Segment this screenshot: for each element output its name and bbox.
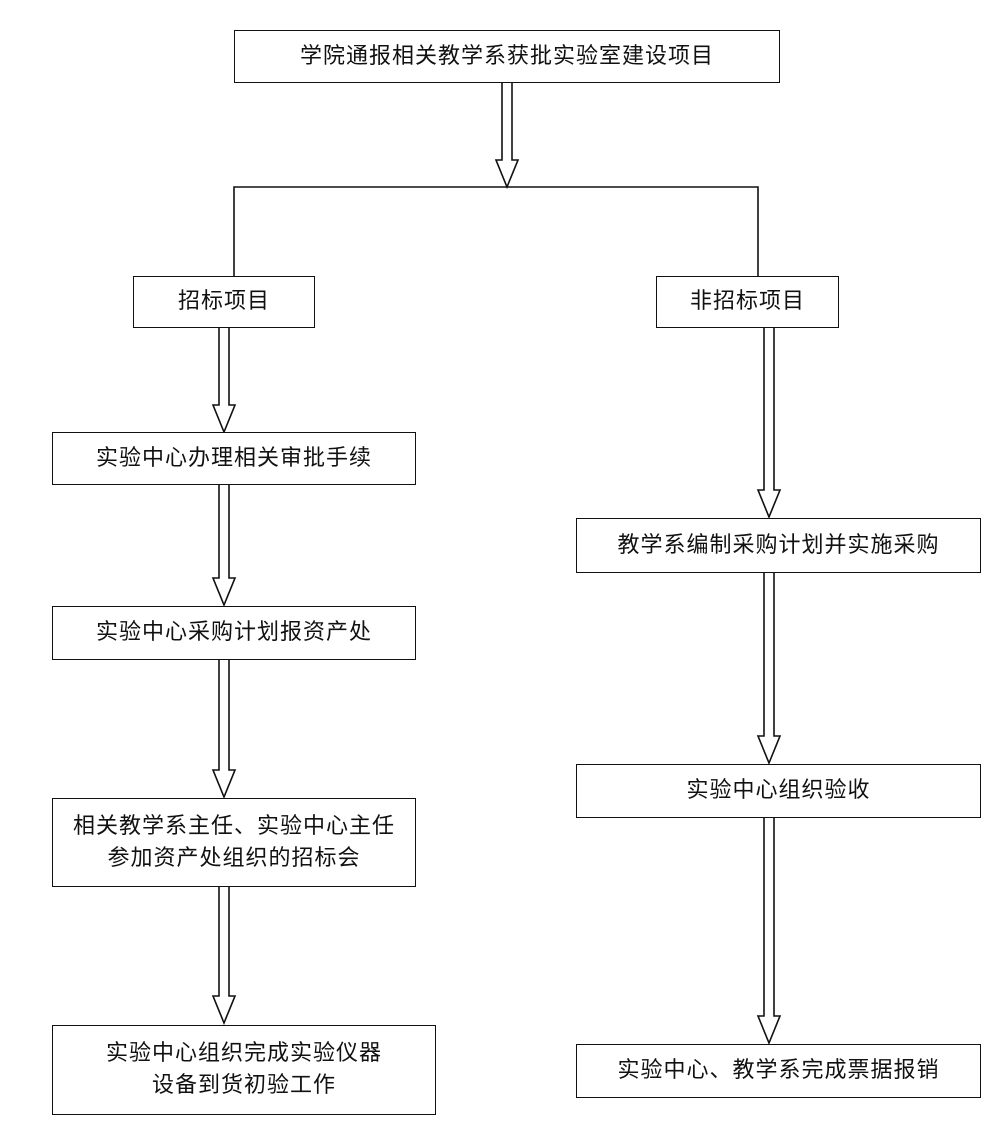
node-tender-label: 招标项目 <box>177 289 270 315</box>
node-top-label: 学院通报相关教学系获批实验室建设项目 <box>299 43 714 69</box>
node-l3-line2: 参加资产处组织的招标会 <box>107 845 361 871</box>
node-r1-label: 教学系编制采购计划并实施采购 <box>617 532 940 558</box>
node-purchase-plan-report: 实验中心采购计划报资产处 <box>52 606 416 660</box>
node-acceptance: 实验中心组织验收 <box>576 764 981 818</box>
node-non-tender-project: 非招标项目 <box>656 276 839 328</box>
node-l1-label: 实验中心办理相关审批手续 <box>95 445 372 471</box>
arrow-l2-to-l3 <box>211 660 237 800</box>
node-dept-purchase: 教学系编制采购计划并实施采购 <box>576 518 981 573</box>
node-tender-meeting: 相关教学系主任、实验中心主任 参加资产处组织的招标会 <box>52 798 416 887</box>
arrow-l1-to-l2 <box>211 485 237 608</box>
branch-line <box>233 186 759 276</box>
node-l4-line2: 设备到货初验工作 <box>151 1073 336 1098</box>
node-r2-label: 实验中心组织验收 <box>686 778 871 804</box>
node-top: 学院通报相关教学系获批实验室建设项目 <box>234 30 780 83</box>
node-tender-project: 招标项目 <box>133 276 315 328</box>
node-l3-line1: 相关教学系主任、实验中心主任 <box>72 813 395 839</box>
node-reimbursement: 实验中心、教学系完成票据报销 <box>576 1044 981 1098</box>
node-l2-label: 实验中心采购计划报资产处 <box>95 620 372 646</box>
arrow-top-to-branch <box>494 82 520 190</box>
node-approval-procedures: 实验中心办理相关审批手续 <box>52 432 416 485</box>
node-r3-label: 实验中心、教学系完成票据报销 <box>617 1058 940 1084</box>
arrow-r1-to-r2 <box>756 573 782 766</box>
arrow-nontender-to-r1 <box>756 328 782 520</box>
arrow-r2-to-r3 <box>756 818 782 1046</box>
node-initial-inspection: 实验中心组织完成实验仪器 设备到货初验工作 <box>52 1025 436 1115</box>
arrow-tender-to-l1 <box>211 328 237 435</box>
node-l4-line1: 实验中心组织完成实验仪器 <box>105 1041 382 1067</box>
arrow-l3-to-l4 <box>211 887 237 1026</box>
node-non-tender-label: 非招标项目 <box>689 289 805 315</box>
